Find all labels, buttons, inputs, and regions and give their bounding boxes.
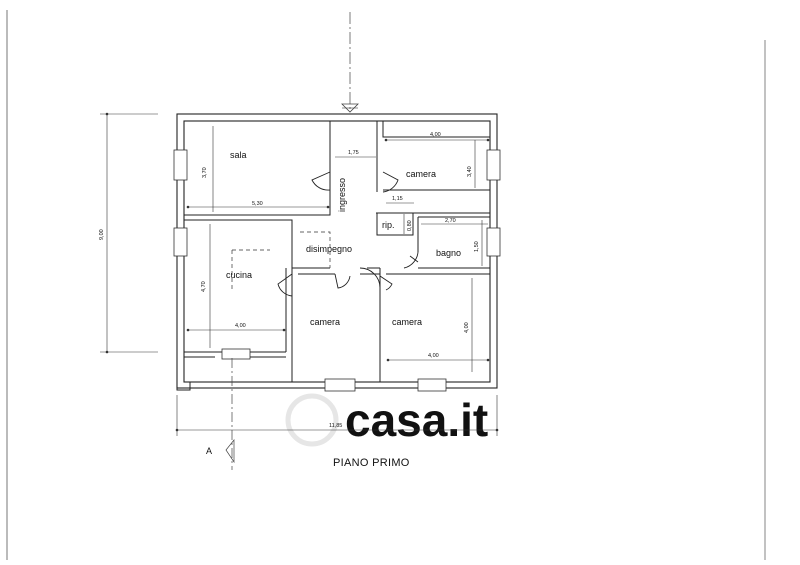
dim-camera-top-width: 4,00 bbox=[430, 132, 441, 138]
room-label-bagno: bagno bbox=[436, 248, 461, 258]
dashed-lines bbox=[231, 231, 331, 292]
room-label-disimpegno: disimpegno bbox=[306, 244, 352, 254]
section-marker: A bbox=[206, 446, 212, 456]
dim-bagno-width: 2,70 bbox=[445, 218, 456, 224]
watermark-text: casa.it bbox=[345, 394, 488, 446]
room-label-cucina: cucina bbox=[226, 270, 252, 280]
dim-total-height: 9,00 bbox=[99, 229, 105, 240]
room-label-camera-right: camera bbox=[392, 317, 422, 327]
windows bbox=[173, 149, 501, 392]
dim-rip-width: 1,15 bbox=[392, 196, 403, 202]
dim-rip-height: 0,80 bbox=[407, 220, 413, 231]
interior-walls bbox=[176, 121, 491, 391]
doors bbox=[277, 171, 419, 297]
room-label-sala: sala bbox=[230, 150, 247, 160]
dim-sala-width: 5,30 bbox=[252, 201, 263, 207]
dim-ingresso-width: 1,75 bbox=[348, 150, 359, 156]
dim-camera-right-width: 4,00 bbox=[428, 353, 439, 359]
room-label-camera-mid: camera bbox=[310, 317, 340, 327]
dim-cucina-width: 4,00 bbox=[235, 323, 246, 329]
dimension-ticks bbox=[105, 112, 499, 432]
watermark: casa.it bbox=[285, 393, 488, 447]
dim-total-width: 11,85 bbox=[329, 423, 342, 429]
room-label-camera-top: camera bbox=[406, 169, 436, 179]
dim-cucina-height: 4,70 bbox=[201, 281, 207, 292]
plan-title: PIANO PRIMO bbox=[333, 457, 410, 469]
dimension-lines bbox=[100, 113, 498, 436]
dim-sala-height: 3,70 bbox=[202, 167, 208, 178]
room-label-rip: rip. bbox=[382, 220, 395, 230]
section-line-a bbox=[225, 358, 235, 470]
dim-bagno-height: 1,50 bbox=[474, 241, 480, 252]
dim-camera-right-height: 4,00 bbox=[464, 322, 470, 333]
room-label-ingresso: ingresso bbox=[337, 178, 347, 212]
dim-camera-top-height: 3,40 bbox=[467, 166, 473, 177]
